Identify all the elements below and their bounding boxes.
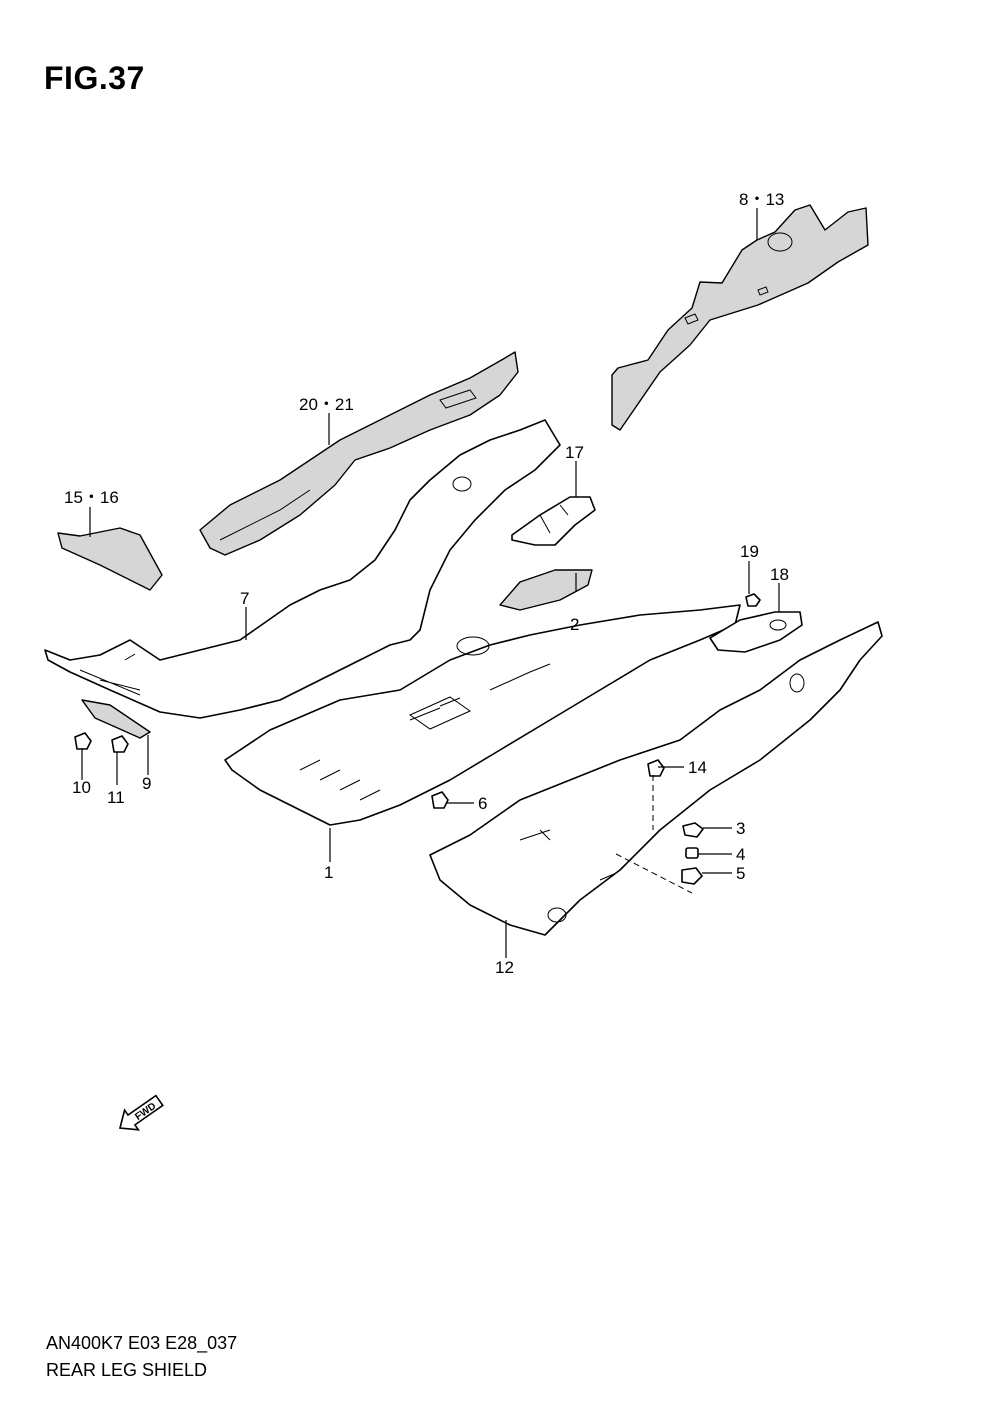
callout-6: 6 <box>478 794 487 813</box>
part-6-screw[interactable] <box>431 791 449 809</box>
part-15-16-cover[interactable] <box>57 527 163 591</box>
part-18-bracket[interactable] <box>709 611 803 653</box>
leader-lines <box>81 208 780 958</box>
part-8-13-panel[interactable] <box>611 204 869 431</box>
part-2-plate[interactable] <box>499 569 593 611</box>
part-9-strip[interactable] <box>81 699 151 739</box>
part-1-floor[interactable] <box>224 604 741 826</box>
part-12-frame[interactable] <box>429 621 883 936</box>
callout-11: 11 <box>107 788 125 807</box>
part-3-screw[interactable] <box>682 822 704 838</box>
part-11-clip[interactable] <box>111 735 129 753</box>
part-17-bracket[interactable] <box>511 496 596 546</box>
fwd-arrow-icon: FWD <box>118 1094 164 1131</box>
callout-8-13: 8・13 <box>739 190 784 209</box>
diagram-code: AN400K7 E03 E28_037 <box>46 1333 238 1353</box>
part-14-screw[interactable] <box>647 759 665 777</box>
callout-19: 19 <box>740 542 759 561</box>
diagram-name: REAR LEG SHIELD <box>46 1360 208 1380</box>
callout-17: 17 <box>565 443 584 462</box>
callout-14: 14 <box>688 758 707 777</box>
callout-3: 3 <box>736 819 745 838</box>
callout-5: 5 <box>736 864 745 883</box>
callout-10: 10 <box>72 778 91 797</box>
part-5-grommet[interactable] <box>681 867 703 885</box>
callout-4: 4 <box>736 845 745 864</box>
callout-7: 7 <box>240 589 249 608</box>
callout-15-16: 15・16 <box>64 488 119 507</box>
part-4-collar[interactable] <box>685 847 699 859</box>
callout-1: 1 <box>324 863 333 882</box>
part-10-clip[interactable] <box>74 732 92 750</box>
figure-title: FIG.37 <box>44 60 145 96</box>
callout-12: 12 <box>495 958 514 977</box>
part-19-bolt[interactable] <box>745 593 761 607</box>
callout-9: 9 <box>142 774 151 793</box>
callout-18: 18 <box>770 565 789 584</box>
part-7-frame[interactable] <box>44 419 561 719</box>
part-20-21-cover[interactable] <box>199 351 519 556</box>
callout-2: 2 <box>570 615 579 634</box>
callout-20-21: 20・21 <box>299 395 354 414</box>
